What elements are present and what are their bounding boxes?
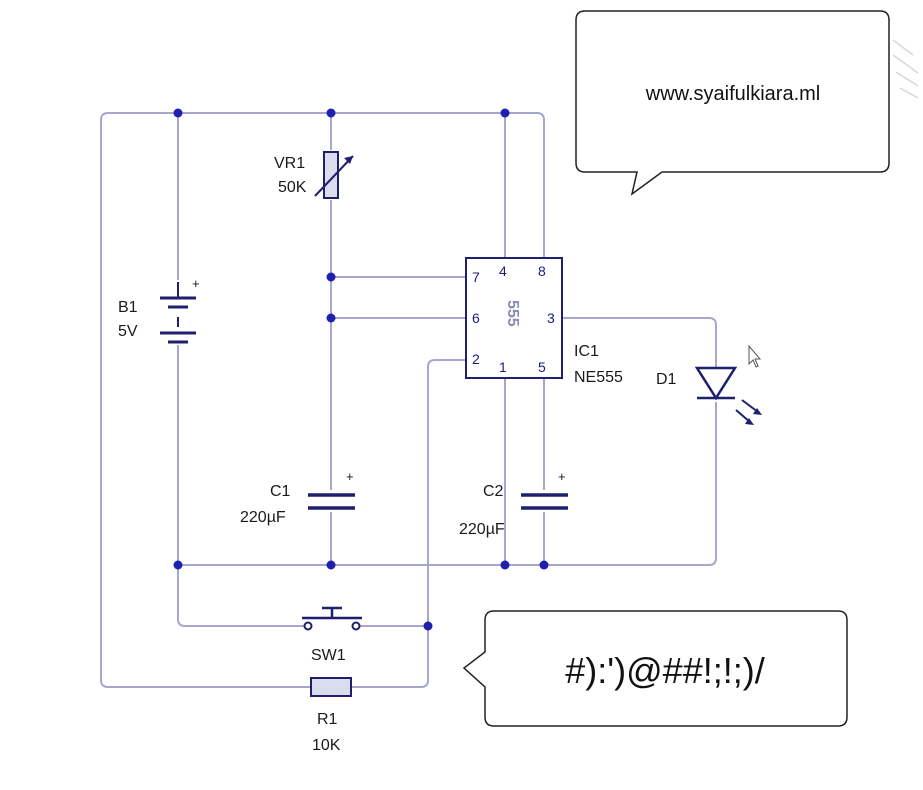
wires <box>100 112 717 688</box>
c1-capacitor: + C1 220µF <box>240 469 355 526</box>
b1-ref: B1 <box>118 299 138 316</box>
ic1-body-label: 555 <box>504 300 521 327</box>
website-callout: www.syaifulkiara.ml <box>575 10 890 196</box>
message-callout: #):')@##!;!;)/ <box>462 610 848 727</box>
pin-4-label: 4 <box>499 263 507 279</box>
corner-decoration <box>892 39 919 99</box>
pin-8-label: 8 <box>538 263 546 279</box>
r1-ref: R1 <box>317 711 338 728</box>
c2-value: 220µF <box>459 521 505 538</box>
b1-battery: + B1 5V <box>118 276 200 344</box>
r1-value: 10K <box>312 737 341 754</box>
mouse-cursor-icon <box>748 344 762 368</box>
pin-6-label: 6 <box>472 310 480 326</box>
pin-2-label: 2 <box>472 351 480 367</box>
pin-7-label: 7 <box>472 269 480 285</box>
c1-value: 220µF <box>240 509 286 526</box>
d1-ref: D1 <box>656 371 677 388</box>
vr1-value: 50K <box>278 179 307 196</box>
pin-1-label: 1 <box>499 359 507 375</box>
c2-plus: + <box>558 469 566 484</box>
b1-value: 5V <box>118 323 138 340</box>
r1-resistor: R1 10K <box>310 677 352 754</box>
pin-5-label: 5 <box>538 359 546 375</box>
pin-3-label: 3 <box>547 310 555 326</box>
vr1-ref: VR1 <box>274 155 305 172</box>
ic1-ref: IC1 <box>574 343 599 360</box>
vr1-potentiometer: VR1 50K <box>274 151 354 199</box>
sw1-ref: SW1 <box>311 647 346 664</box>
c1-ref: C1 <box>270 483 291 500</box>
c2-capacitor: + C2 220µF <box>459 469 568 538</box>
ic1-ne555: 7 6 2 4 8 3 1 5 555 IC1 NE555 <box>465 257 623 386</box>
message-text: #):')@##!;!;)/ <box>565 650 764 691</box>
b1-plus: + <box>192 276 200 291</box>
d1-led: D1 <box>656 366 762 425</box>
junctions <box>173 108 549 631</box>
ic1-value: NE555 <box>574 369 623 386</box>
website-text: www.syaifulkiara.ml <box>645 83 820 105</box>
sw1-pushbutton: SW1 <box>302 606 362 664</box>
c2-ref: C2 <box>483 483 504 500</box>
c1-plus: + <box>346 469 354 484</box>
